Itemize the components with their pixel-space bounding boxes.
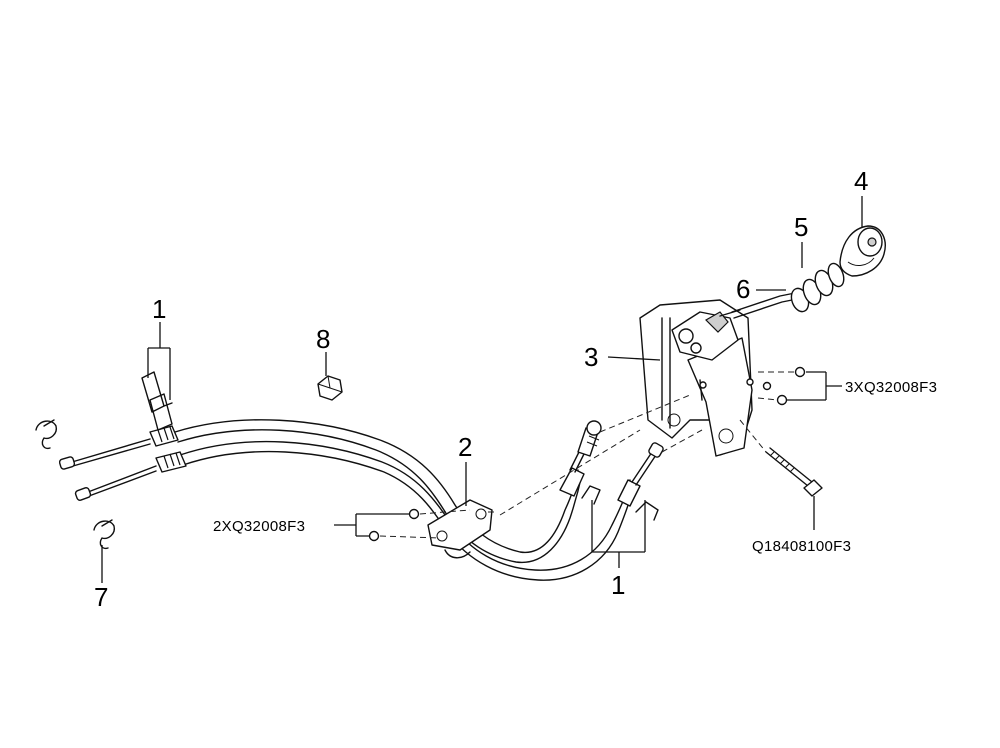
shift-cables <box>58 371 664 581</box>
right-cable-end-b <box>617 442 664 507</box>
shift-knob <box>839 225 886 277</box>
callout-1-left: 1 <box>152 294 166 324</box>
cable-bracket <box>427 499 493 559</box>
retaining-clip-upper <box>35 419 58 450</box>
callout-6: 6 <box>736 274 750 304</box>
callout-labels: 1 1 2 3 4 5 6 7 8 2XQ32008F3 3XQ32008F3 … <box>94 166 937 612</box>
left-cable-end-lower <box>74 451 187 501</box>
part-number-bracket-bolts: 2XQ32008F3 <box>213 518 305 535</box>
callout-2: 2 <box>458 432 472 462</box>
part-number-long-bolt: Q18408100F3 <box>752 538 851 555</box>
callout-1-right: 1 <box>611 570 625 600</box>
shifter-assembly <box>639 299 754 457</box>
part-number-shifter-bolts: 3XQ32008F3 <box>845 379 937 396</box>
left-cable-clips <box>141 371 173 431</box>
retaining-clip-lower <box>93 519 116 550</box>
leader-lines <box>101 196 863 583</box>
callout-5: 5 <box>794 212 808 242</box>
hex-nut <box>317 375 343 401</box>
right-cable-clips <box>581 485 659 521</box>
left-cable-end-upper <box>58 425 179 470</box>
callout-3: 3 <box>584 342 598 372</box>
callout-7: 7 <box>94 582 108 612</box>
callout-4: 4 <box>854 166 868 196</box>
right-cable-end-a <box>559 420 602 497</box>
shift-boot <box>790 262 845 313</box>
long-bolt <box>765 447 823 497</box>
callout-8: 8 <box>316 324 330 354</box>
